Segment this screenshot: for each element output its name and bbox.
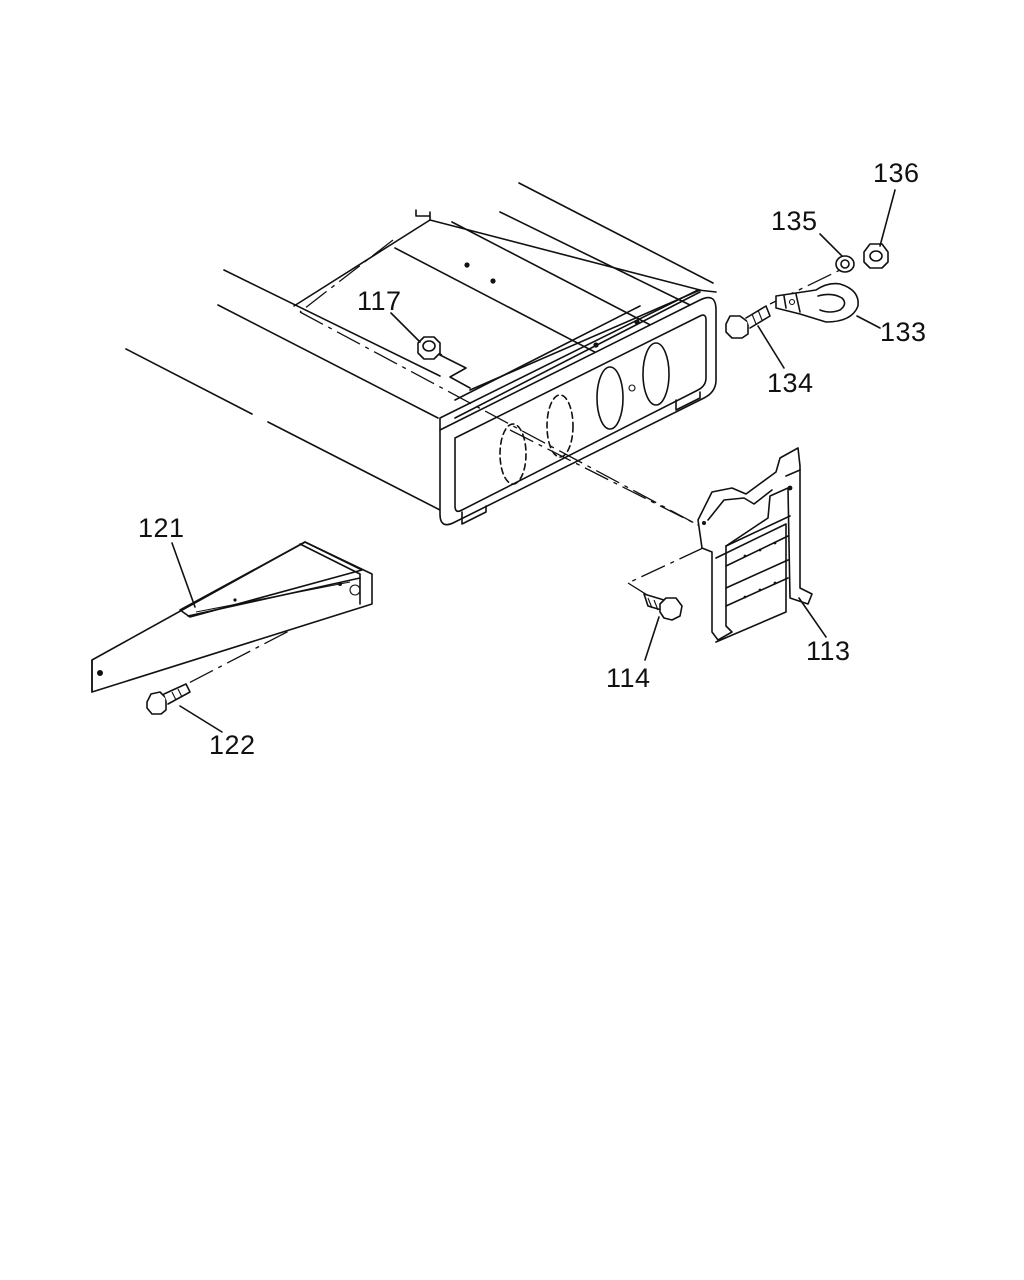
label-122: 122 (209, 730, 256, 760)
label-117: 117 (357, 286, 402, 316)
nut-136 (863, 243, 889, 269)
label-135: 135 (771, 206, 818, 236)
step-113 (697, 447, 813, 643)
nut-117 (417, 336, 441, 360)
label-134: 134 (767, 368, 814, 398)
part-labels: 117 121 122 114 113 134 133 135 136 (138, 158, 927, 760)
bolt-114 (643, 593, 683, 621)
label-121: 121 (138, 513, 185, 543)
bolt-134 (725, 305, 771, 339)
bolt-122 (146, 683, 191, 715)
label-136: 136 (873, 158, 920, 188)
frame-body (125, 182, 717, 526)
center-lines (159, 239, 841, 699)
label-133: 133 (880, 317, 927, 347)
washer-135 (835, 255, 855, 273)
tow-hook-133 (775, 282, 859, 323)
label-113: 113 (806, 636, 851, 666)
label-114: 114 (606, 663, 651, 693)
leader-lines (171, 189, 896, 733)
bracket-121 (91, 541, 373, 693)
